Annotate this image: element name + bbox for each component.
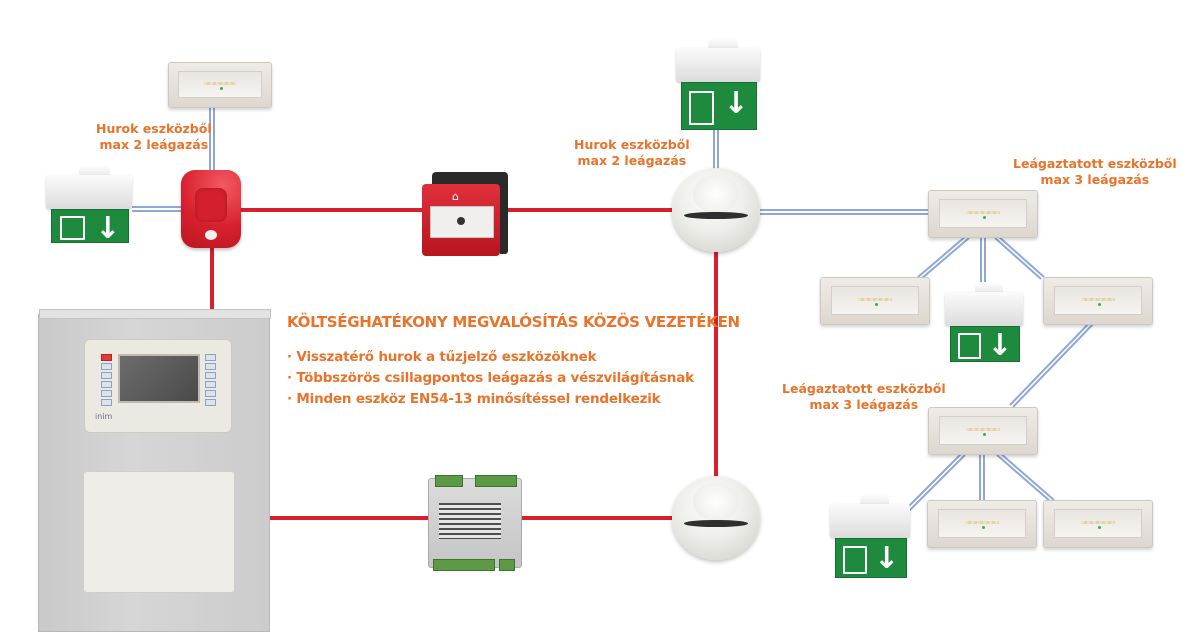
running-man-icon — [59, 215, 85, 241]
exit-sign: ↓ — [830, 494, 910, 578]
emergency-light — [168, 62, 272, 108]
panel-screen — [118, 354, 200, 403]
branch-wires — [132, 106, 1098, 513]
running-man-icon — [957, 333, 981, 359]
arrow-down-icon: ↓ — [987, 328, 1013, 364]
branch-label-center: Hurok eszközből max 2 leágazás — [574, 137, 690, 169]
branch-label-right-mid: Leágaztatott eszközből max 3 leágazás — [782, 381, 946, 413]
exit-sign: ↓ — [945, 282, 1023, 362]
branch-label-line: max 2 leágazás — [99, 137, 209, 152]
branch-label-line: max 2 leágazás — [577, 153, 687, 168]
branch-label-line: max 3 leágazás — [1040, 172, 1150, 187]
emergency-light — [928, 190, 1038, 238]
branch-label-line: max 3 leágazás — [809, 397, 919, 412]
branch-label-line: Leágaztatott eszközből — [782, 381, 946, 396]
emergency-light — [928, 407, 1038, 455]
smoke-detector-bottom — [672, 476, 760, 560]
panel-lower-door — [83, 471, 235, 593]
feature-item: · Visszatérő hurok a tűzjelző eszközökne… — [287, 349, 597, 365]
headline: KÖLTSÉGHATÉKONY MEGVALÓSÍTÁS KÖZÖS VEZET… — [287, 313, 740, 331]
feature-item: · Minden eszköz EN54-13 minősítéssel ren… — [287, 391, 661, 407]
arrow-down-icon: ↓ — [874, 540, 900, 576]
fire-loop-wire — [210, 208, 718, 520]
emergency-light — [1043, 500, 1153, 548]
emergency-light — [820, 277, 930, 325]
feature-list: · Visszatérő hurok a tűzjelző eszközökne… — [287, 347, 694, 410]
branch-label-line: Hurok eszközből — [574, 137, 690, 152]
fire-control-panel: inim — [38, 309, 271, 632]
arrow-down-icon: ↓ — [95, 210, 121, 246]
manual-call-point: ⌂ — [422, 172, 508, 256]
panel-display-unit: inim — [84, 339, 232, 433]
exit-sign: ↓ — [46, 165, 132, 243]
fire-symbol-icon: ⌂ — [452, 190, 459, 203]
branch-label-left: Hurok eszközből max 2 leágazás — [96, 121, 212, 153]
io-module — [428, 475, 522, 571]
branch-label-line: Hurok eszközből — [96, 121, 212, 136]
exit-sign: ↓ — [676, 38, 760, 130]
arrow-down-icon: ↓ — [723, 85, 749, 121]
branch-label-right-top: Leágaztatott eszközből max 3 leágazás — [1013, 156, 1177, 188]
running-man-icon — [689, 91, 715, 125]
feature-item: · Többszörös csillagpontos leágazás a vé… — [287, 370, 694, 386]
branch-label-line: Leágaztatott eszközből — [1013, 156, 1177, 171]
emergency-light — [927, 500, 1037, 548]
panel-brand-logo: inim — [95, 412, 113, 421]
smoke-detector-top — [672, 168, 760, 252]
running-man-icon — [842, 545, 867, 575]
emergency-light — [1043, 277, 1153, 325]
sounder-device — [181, 170, 241, 248]
